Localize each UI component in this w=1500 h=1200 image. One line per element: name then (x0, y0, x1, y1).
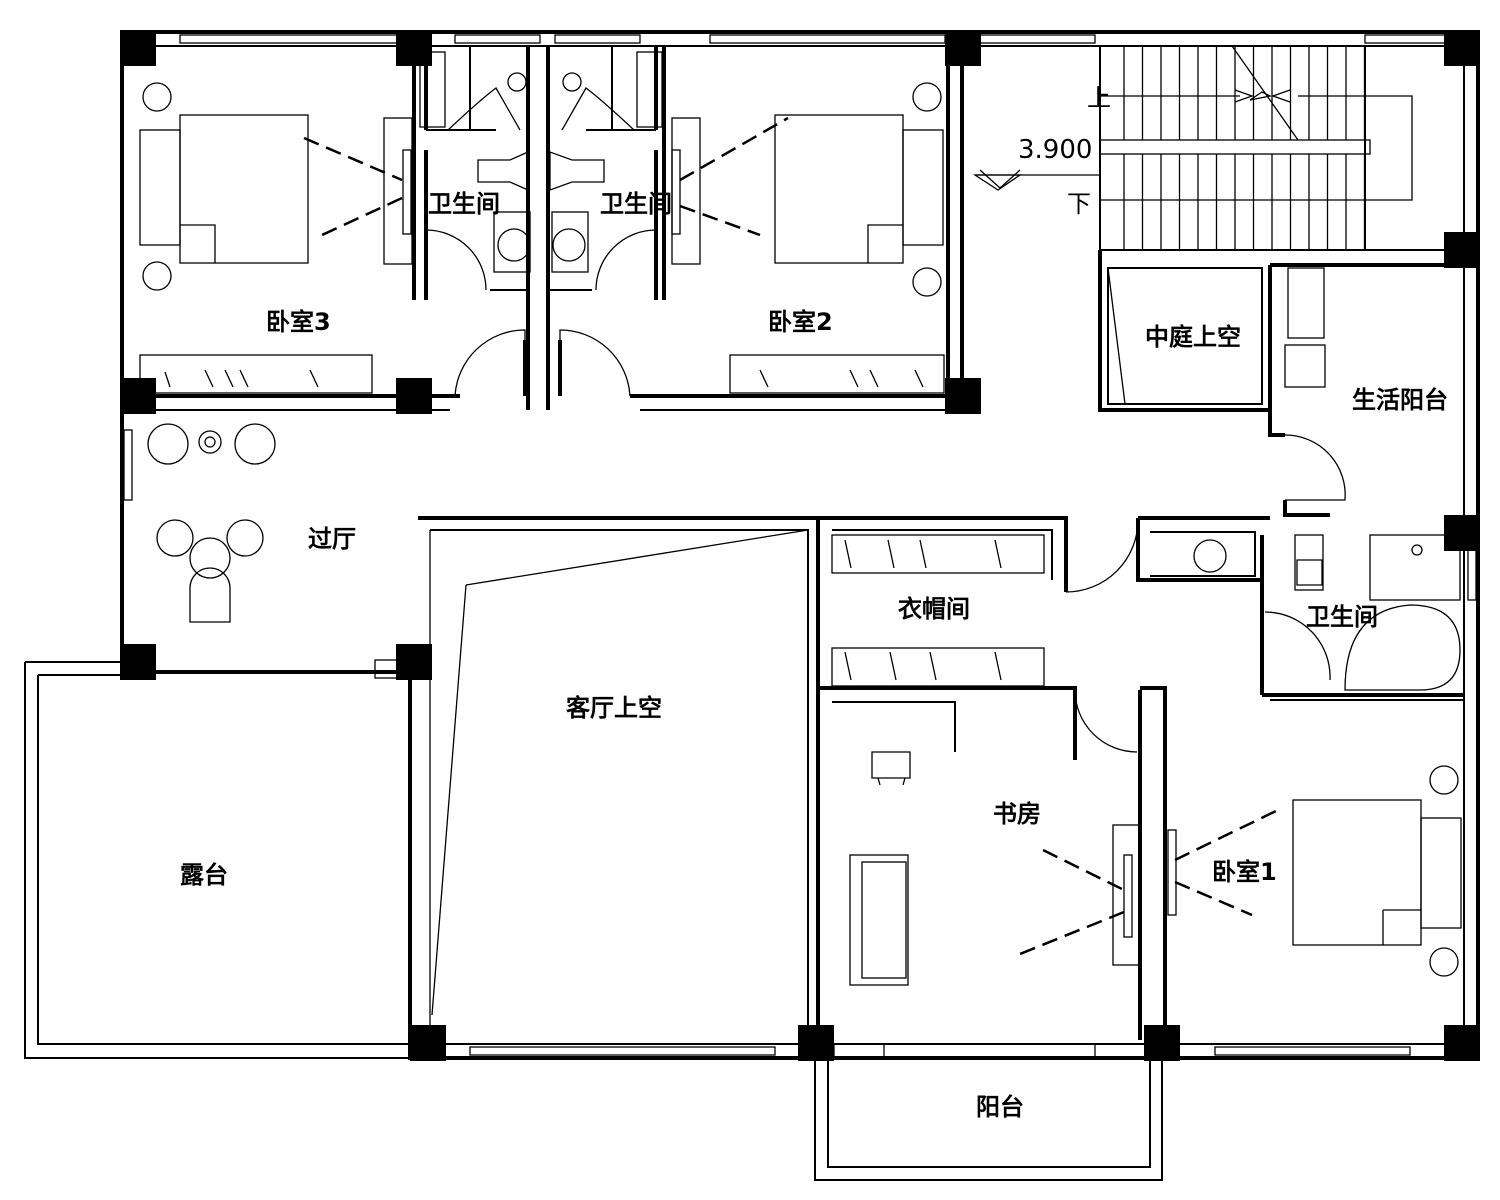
bedroom3-furniture (139, 82, 413, 394)
label-cloakroom: 衣帽间 (898, 595, 970, 623)
terrace (24, 659, 410, 1059)
east-bathroom (1136, 518, 1464, 697)
balcony (814, 1043, 1163, 1181)
label-stair-down: 下 (1067, 190, 1091, 218)
stair-treads (1123, 46, 1366, 250)
label-bathroom-right: 卫生间 (600, 190, 672, 218)
living-void-walls (418, 516, 820, 1040)
study (816, 688, 1142, 1040)
bedroom2-furniture (671, 82, 945, 394)
label-utility-balcony: 生活阳台 (1352, 386, 1448, 414)
label-terrace: 露台 (180, 861, 228, 889)
label-bedroom3: 卧室3 (266, 308, 331, 336)
label-hall: 过厅 (308, 525, 356, 553)
label-study: 书房 (993, 800, 1041, 828)
room-labels: 卧室3 卧室2 卫生间 卫生间 中庭上空 生活阳台 过厅 衣帽间 卫生间 客厅上… (180, 84, 1448, 1121)
label-bedroom2: 卧室2 (768, 308, 833, 336)
label-bedroom1: 卧室1 (1212, 858, 1277, 886)
label-atrium-void: 中庭上空 (1145, 323, 1241, 351)
bath-fixtures-north (419, 51, 663, 273)
label-bathroom-left: 卫生间 (428, 190, 500, 218)
elevation-label: 3.900 (1018, 135, 1092, 165)
label-stair-up: 上 (1087, 84, 1111, 112)
staircase (972, 45, 1480, 251)
bathroom-doors (425, 87, 657, 291)
label-living-void: 客厅上空 (566, 694, 662, 722)
label-bathroom-east: 卫生间 (1306, 603, 1378, 631)
bedroom1 (1140, 686, 1464, 1040)
bedroom-doors (454, 329, 631, 397)
windows (123, 34, 1477, 1056)
cloakroom (818, 516, 1270, 760)
hall-furniture (147, 423, 276, 623)
atrium-walls (1098, 250, 1480, 517)
label-balcony: 阳台 (976, 1093, 1024, 1121)
